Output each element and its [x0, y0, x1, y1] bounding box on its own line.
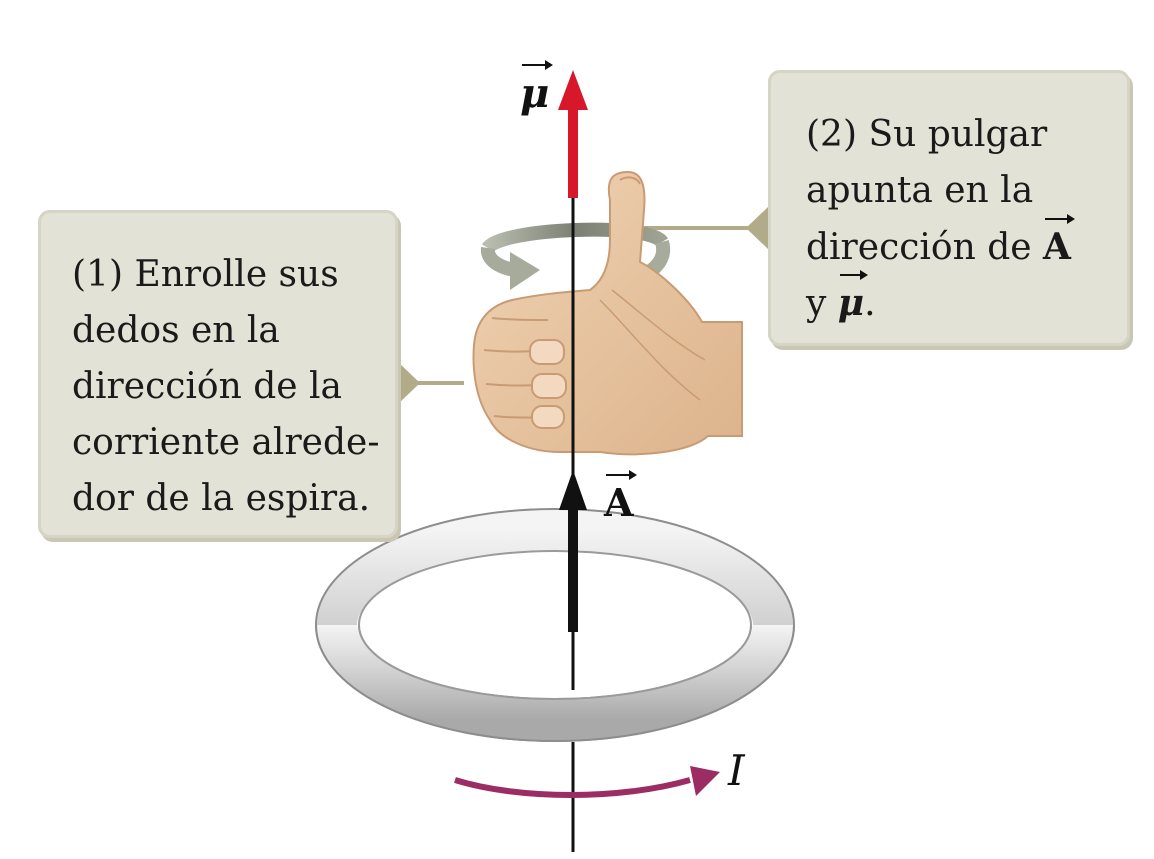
magnetic-moment-label: μ [520, 60, 554, 117]
callout-right-line-4-text: y [806, 283, 838, 324]
magnetic-moment-vector-shaft [568, 100, 578, 198]
callout-right-line-1: (2) Su pulgar [806, 114, 1048, 155]
current-loop-front-outer-edge [315, 624, 795, 742]
callout-left-line-3: dirección de la [72, 366, 342, 407]
area-vector-shaft [568, 505, 578, 632]
callout-curl-fingers: (1) Enrolle sus dedos en la dirección de… [38, 210, 398, 538]
current-direction-arrow-head [690, 766, 720, 796]
rotation-arrow-head [510, 252, 540, 290]
callout-left-line-4: corriente alrede- [72, 422, 380, 463]
callout-right-pointer [746, 207, 768, 249]
callout-right-line-3-text: dirección de [806, 227, 1044, 268]
magnetic-moment-vector-head [558, 70, 588, 110]
current-direction-arrow [454, 777, 691, 798]
callout-right-line-4: y μ. [806, 270, 876, 327]
callout-mu-symbol: μ [837, 270, 869, 324]
callout-thumb-direction: (2) Su pulgar apunta en la dirección de … [768, 70, 1130, 346]
callout-left-line-1: (1) Enrolle sus [72, 254, 339, 295]
callout-left-line-5: dor de la espira. [72, 478, 371, 519]
current-label: I [728, 746, 745, 795]
area-vector-head [559, 470, 587, 510]
current-loop-front [317, 623, 793, 740]
callout-right-period: . [864, 283, 876, 324]
callout-a-symbol: A [1043, 214, 1075, 268]
mu-symbol: μ [520, 60, 554, 117]
callout-left-line-2: dedos en la [72, 310, 280, 351]
area-vector-label: A [604, 470, 639, 525]
callout-right-line-3: dirección de A [806, 214, 1075, 271]
current-loop-front-inner-edge [358, 624, 752, 700]
callout-left-pointer [398, 362, 420, 404]
right-hand-illustration [472, 170, 743, 456]
i-symbol: I [728, 746, 745, 795]
a-symbol: A [604, 470, 639, 525]
rotation-band-back [482, 222, 668, 254]
callout-right-line-2: apunta en la [806, 170, 1034, 211]
